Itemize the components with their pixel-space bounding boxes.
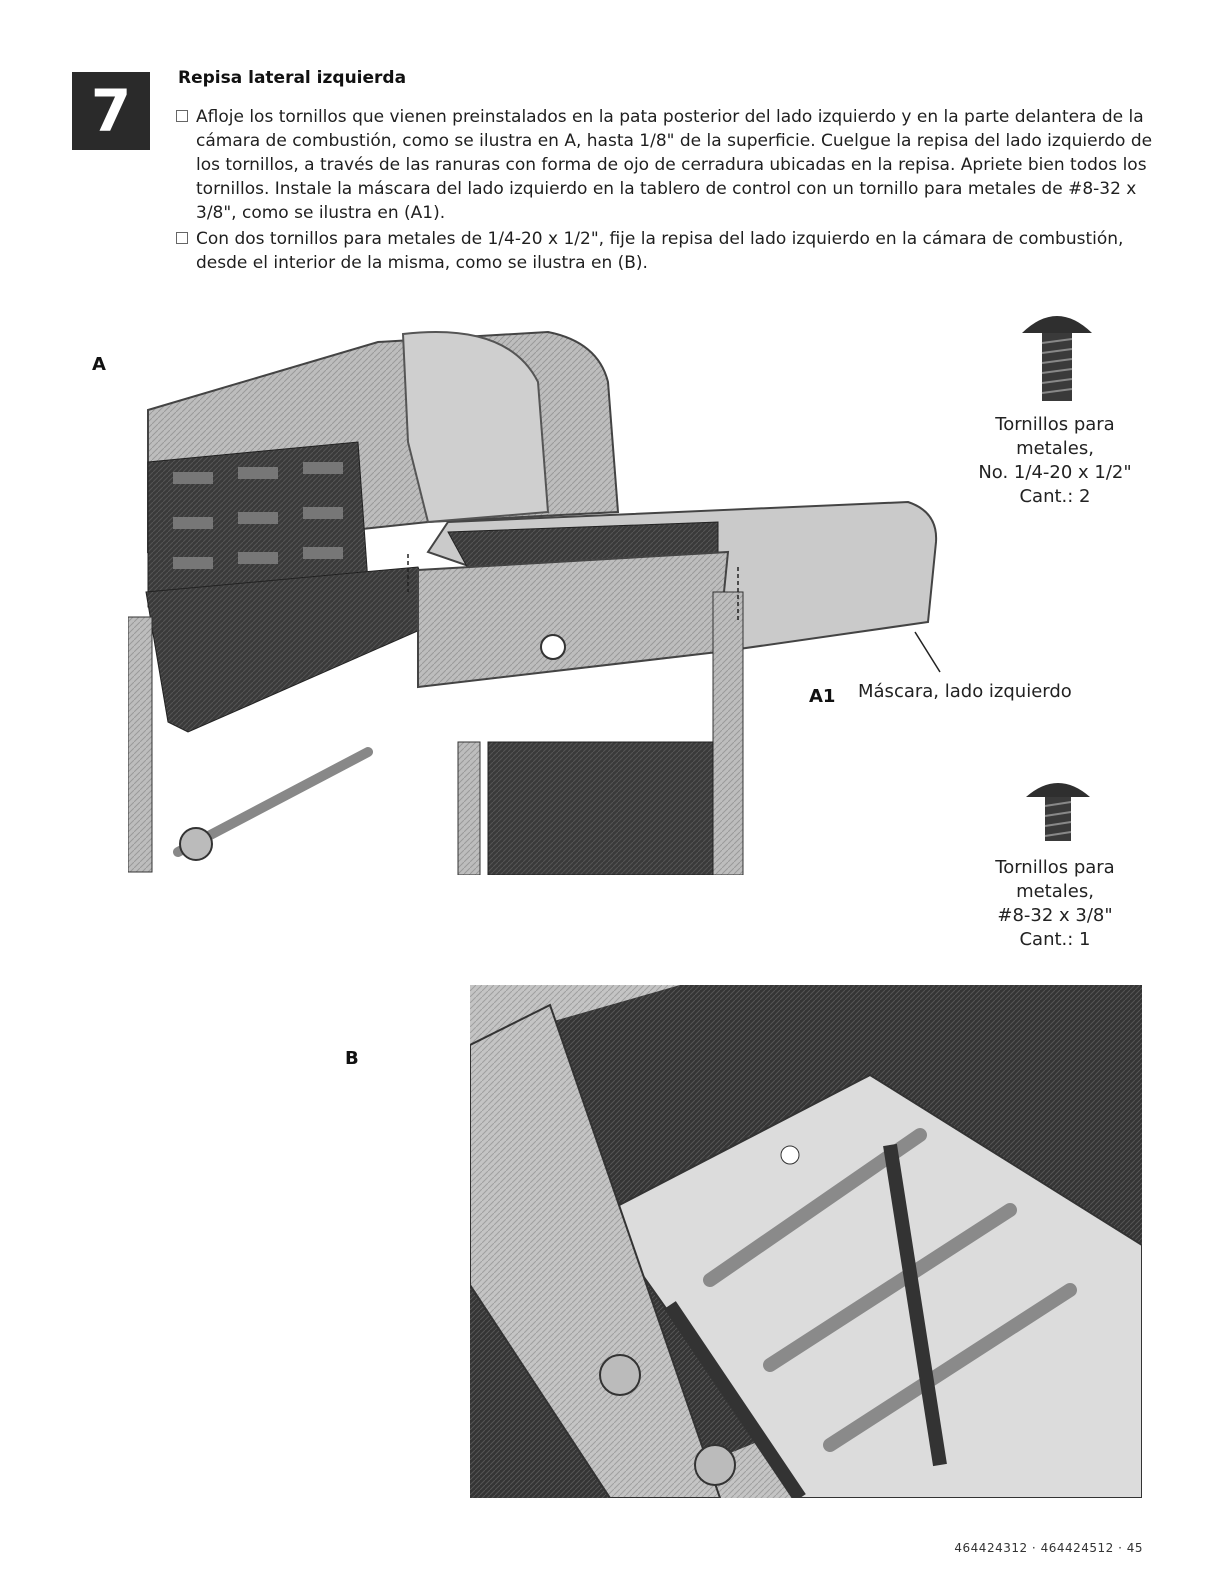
checkbox-icon[interactable] [176, 232, 188, 244]
instruction-text: Con dos tornillos para metales de 1/4-20… [196, 229, 1124, 273]
bolt-icon [1022, 316, 1092, 401]
instruction-text: Afloje los tornillos que vienen preinsta… [196, 107, 1153, 223]
caption-line: No. 1/4-20 x 1/2" [978, 462, 1132, 483]
mask-callout: Máscara, lado izquierdo [858, 681, 1072, 702]
figure-b-label: B [345, 1048, 359, 1069]
grill-illustration-a [128, 330, 941, 875]
page-footer: 464424312 · 464424512 · 45 [954, 1541, 1143, 1555]
caption-line: #8-32 x 3/8" [997, 905, 1113, 926]
caption-line: Tornillos para [995, 414, 1115, 435]
instruction-item: Afloje los tornillos que vienen preinsta… [176, 105, 1156, 225]
screw-caption-2: Tornillos para metales, #8-32 x 3/8" Can… [960, 856, 1150, 952]
grill-illustration-b [470, 985, 1142, 1498]
instruction-item: Con dos tornillos para metales de 1/4-20… [176, 227, 1156, 275]
bolt-icon [1026, 783, 1090, 841]
figure-a1-label: A1 [809, 686, 836, 707]
step-number-badge: 7 [72, 72, 150, 150]
caption-line: Cant.: 1 [1019, 929, 1091, 950]
section-title: Repisa lateral izquierda [178, 68, 407, 88]
screw-caption-1: Tornillos para metales, No. 1/4-20 x 1/2… [960, 413, 1150, 509]
caption-line: Tornillos para [995, 857, 1115, 878]
caption-line: Cant.: 2 [1019, 486, 1091, 507]
caption-line: metales, [1016, 881, 1094, 902]
instruction-list: Afloje los tornillos que vienen preinsta… [176, 105, 1156, 277]
checkbox-icon[interactable] [176, 110, 188, 122]
caption-line: metales, [1016, 438, 1094, 459]
figure-a-label: A [92, 354, 106, 375]
